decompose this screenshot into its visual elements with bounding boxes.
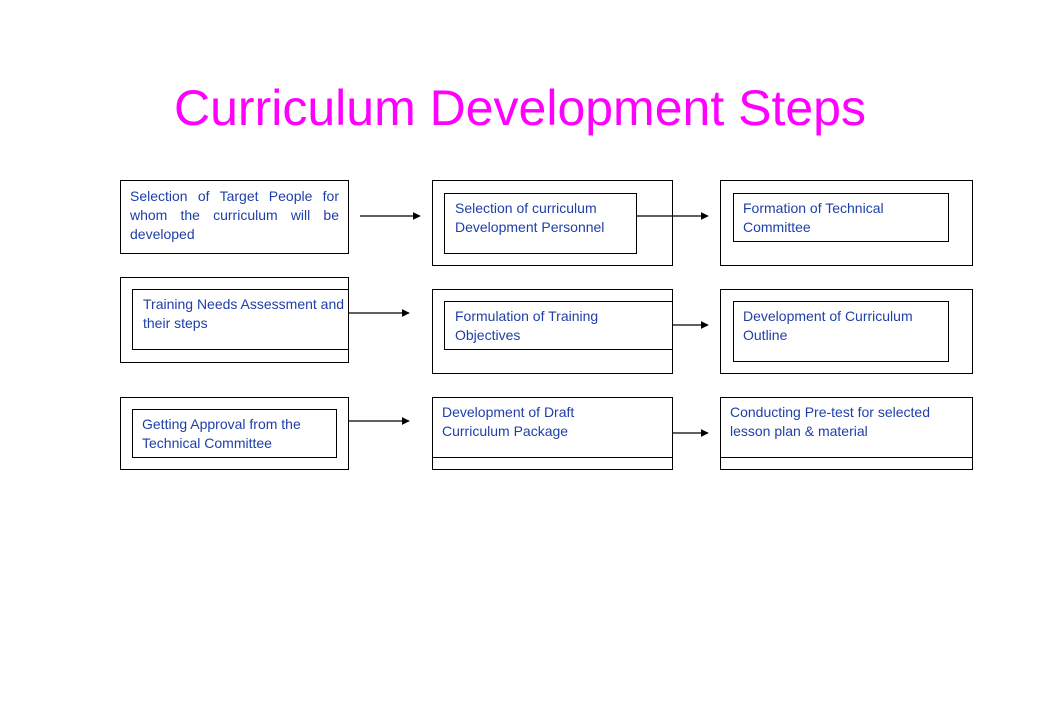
step-approval: Getting Approval from the Technical Comm… (142, 416, 301, 451)
step-curriculum-personnel: Selection of curriculum Development Pers… (455, 200, 605, 235)
step-draft-package: Development of Draft Curriculum Package (442, 404, 575, 439)
step-technical-committee-inner-box (733, 193, 949, 242)
step-training-objectives: Formulation of Training Objectives (455, 308, 599, 343)
step-target-people: Selection of Target People for whom the … (130, 188, 339, 242)
step-curriculum-outline-inner-box (733, 301, 949, 362)
step-pretest-divider (720, 457, 973, 458)
step-curriculum-personnel-inner-box (444, 193, 637, 254)
step-technical-committee: Formation of Technical Committee (743, 200, 884, 235)
page-title: Curriculum Development Steps (174, 80, 866, 136)
step-training-needs: Training Needs Assessment and their step… (143, 296, 345, 331)
step-target-people-box (120, 180, 349, 254)
step-training-needs-inner-box (132, 289, 349, 350)
step-pretest: Conducting Pre-test for selected lesson … (730, 404, 930, 439)
step-curriculum-outline: Development of Curriculum Outline (743, 308, 913, 343)
step-draft-package-divider (432, 457, 673, 458)
step-training-objectives-inner-box (444, 301, 673, 350)
step-approval-inner-box (132, 409, 337, 458)
